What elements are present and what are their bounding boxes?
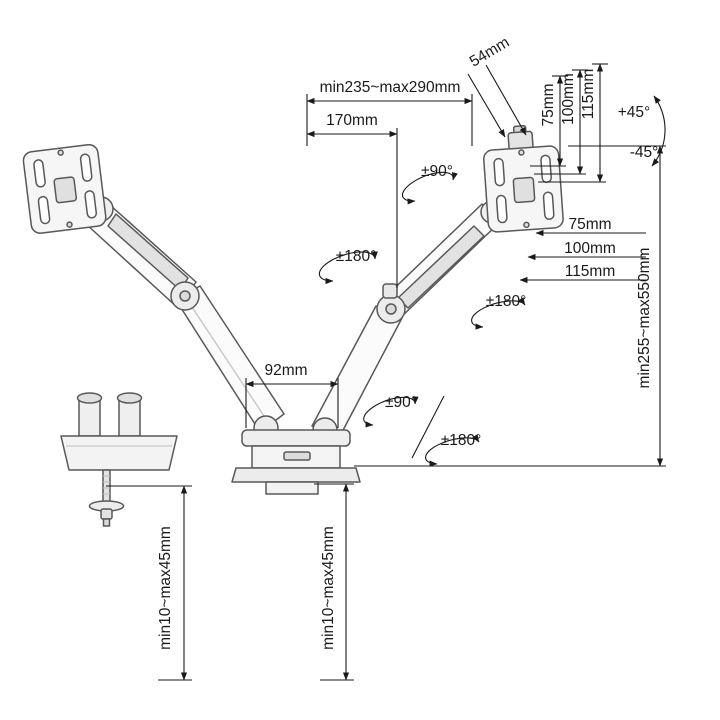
tilt-plus-label: +45° (618, 104, 651, 121)
dimension-lines (106, 63, 666, 681)
left-vesa-plate (22, 143, 107, 234)
desk-clamp-base (231, 429, 361, 495)
rotation-arc-90-top (402, 171, 458, 205)
dim-170-label: 170mm (326, 112, 378, 129)
rotation-180-right-label: ±180° (486, 293, 527, 310)
left-lower-arm (170, 281, 285, 441)
dim-115-top-label: 115mm (580, 69, 597, 120)
rotation-divider-slash (411, 395, 445, 459)
dim-54-leader-2 (485, 64, 527, 136)
dim-54-label: 54mm (467, 34, 513, 71)
tilt-minus-label: -45° (630, 144, 659, 161)
dim-clamp-left-label: min10~max45mm (157, 526, 174, 650)
rotation-90-top-label: ±90° (421, 163, 453, 180)
rotation-180-bottom-label: ±180° (441, 432, 482, 449)
mounting-screw (88, 469, 125, 527)
dim-75-top-label: 75mm (540, 83, 557, 126)
grommet-mount (60, 392, 178, 527)
right-lower-arm (311, 305, 403, 443)
dim-75-right-label: 75mm (568, 216, 611, 233)
dim-255-550-label: min255~max550mm (636, 248, 653, 389)
rotation-90-bottom-label: ±90° (385, 394, 417, 411)
dim-clamp-mid-label: min10~max45mm (320, 526, 337, 650)
dim-92-label: 92mm (264, 362, 307, 379)
dim-115-right-label: 115mm (565, 263, 616, 280)
rotation-180-left-label: ±180° (336, 248, 377, 265)
right-vesa-plate (483, 125, 564, 233)
rotation-arc-180-bottom (425, 434, 480, 467)
rotation-arc-180-right (471, 297, 526, 330)
dim-100-right-label: 100mm (564, 240, 616, 257)
dim-54-leader-1 (467, 73, 506, 138)
dim-235-290-label: min235~max290mm (320, 79, 461, 96)
rotation-arc-90-bottom (363, 396, 419, 428)
right-upper-arm (376, 200, 504, 324)
monitor-arm-drawing (22, 125, 564, 527)
rotation-arc-180-left (318, 251, 378, 285)
tilt-arc (651, 95, 666, 167)
dim-100-top-label: 100mm (560, 73, 577, 125)
